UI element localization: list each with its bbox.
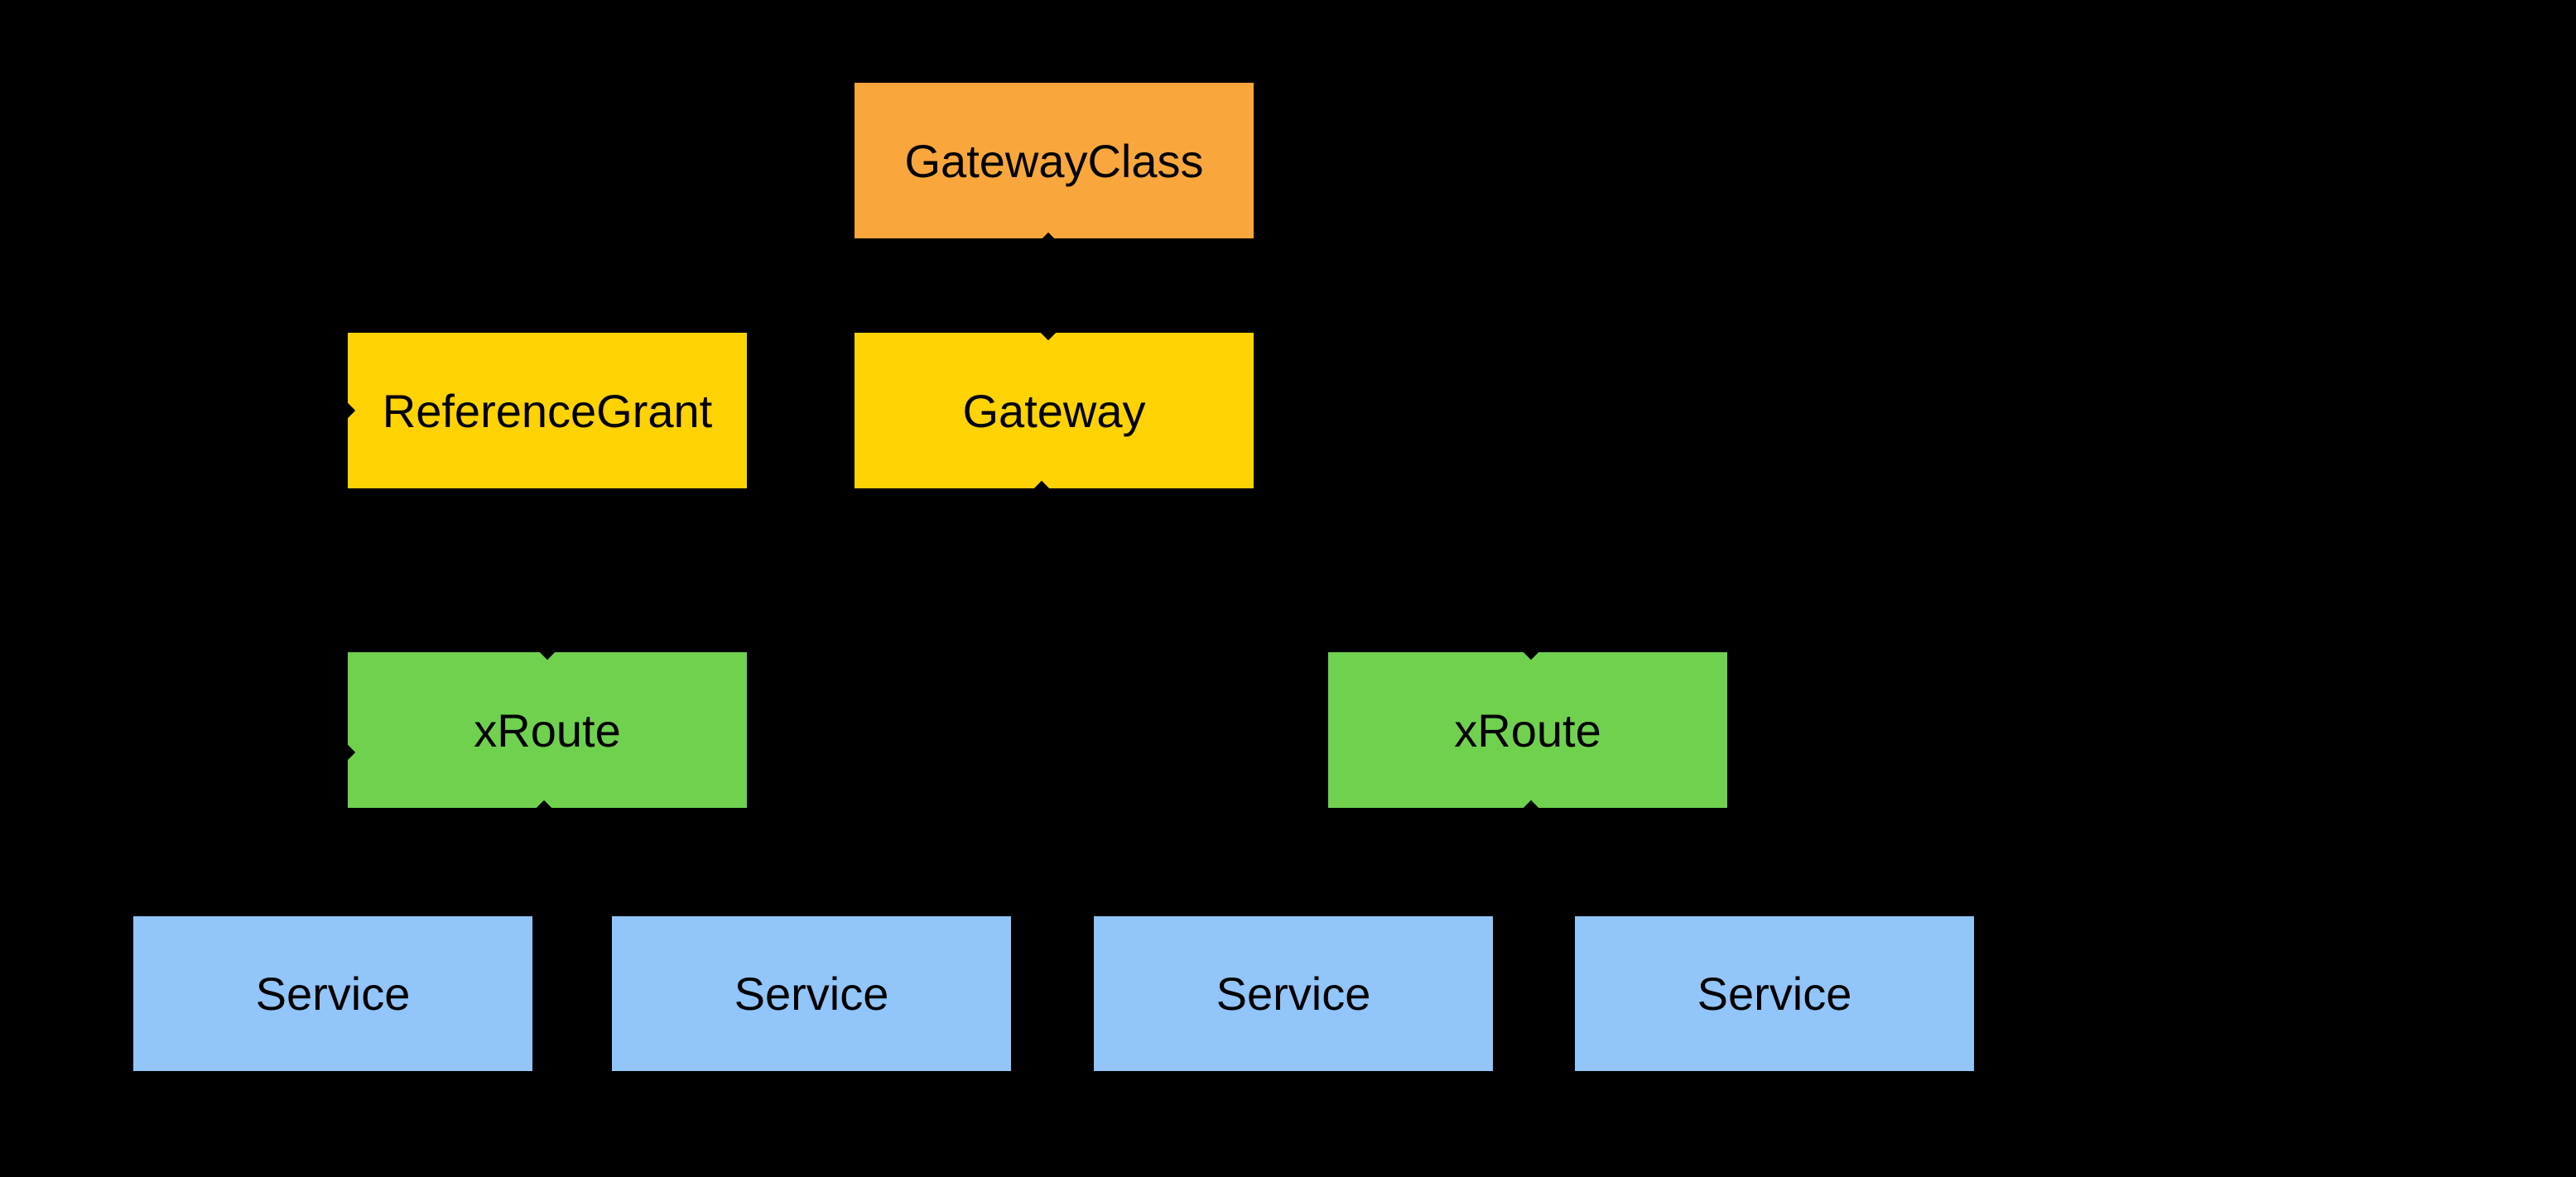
node-service-3-label: Service (1216, 968, 1371, 1020)
node-xroute-right: xRoute (1328, 652, 1727, 808)
node-xroute-left-label: xRoute (474, 704, 621, 757)
node-service-4-label: Service (1697, 968, 1852, 1020)
node-service-4: Service (1575, 916, 1974, 1071)
node-service-3: Service (1094, 916, 1493, 1071)
node-service-2-label: Service (734, 968, 889, 1020)
node-service-2: Service (612, 916, 1011, 1071)
node-gateway: Gateway (855, 333, 1254, 488)
node-gatewayclass: GatewayClass (855, 83, 1254, 238)
node-referencegrant: ReferenceGrant (348, 333, 747, 488)
node-referencegrant-label: ReferenceGrant (382, 384, 713, 437)
node-xroute-left: xRoute (348, 652, 747, 808)
node-xroute-right-label: xRoute (1454, 704, 1601, 757)
node-service-1-label: Service (255, 968, 411, 1020)
node-gateway-label: Gateway (962, 384, 1146, 437)
node-service-1: Service (133, 916, 532, 1071)
node-gatewayclass-label: GatewayClass (904, 134, 1204, 187)
